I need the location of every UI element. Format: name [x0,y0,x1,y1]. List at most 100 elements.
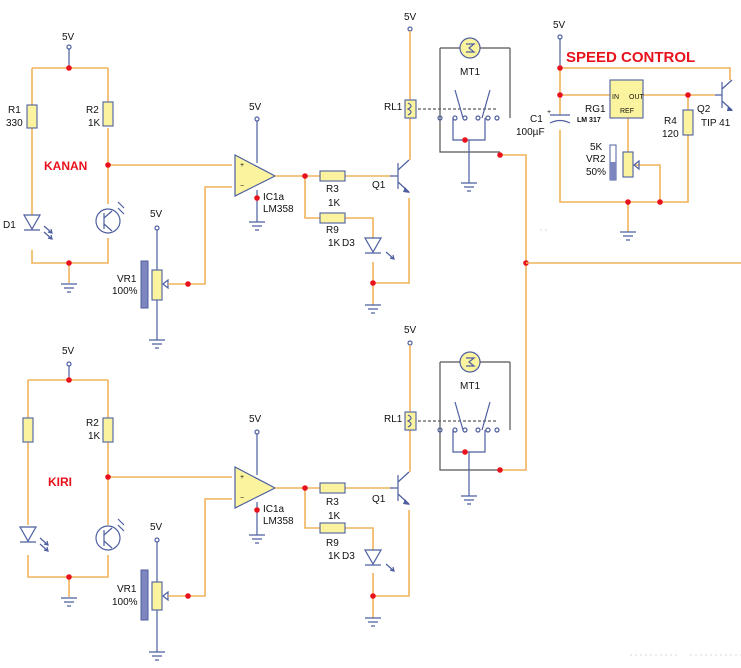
r3-value-label-bottom: 1K [328,511,341,522]
bottom-opamp-ground-icon [249,534,265,544]
d3-name-label-top: D3 [342,238,355,249]
bottom-opamp-icon [234,466,277,509]
bottom-ic-part-label: LM358 [263,516,294,527]
q1-transistor-icon-top [390,159,410,193]
top-ic-name-label: IC1a [263,192,285,203]
vr1-potentiometer-top [151,269,163,301]
d3-led-icon-top [363,237,395,260]
bottom-opamp-vcc-label: 5V [249,414,262,425]
speed-vcc-label: 5V [553,20,566,31]
r9-resistor-bottom [319,522,346,534]
r2-value-label-top: 1K [88,118,101,129]
svg-text:−: − [240,183,244,190]
vr1-name-label-top: VR1 [117,274,137,285]
bottom-bridge-vcc-label: 5V [62,346,75,357]
bottom-pot-ground-icon [149,651,165,661]
top-opamp-ground-icon [249,221,265,231]
vr1-slider-icon-bottom [140,569,149,621]
top-ic-part-label: LM358 [263,204,294,215]
rl1-name-label-top: RL1 [384,102,403,113]
top-circuit: 5V R1 330 R2 1K KANAN D1 [3,12,741,471]
vr1-value-label-bottom: 100% [112,597,138,608]
d3-name-label-bottom: D3 [342,551,355,562]
rg1-name-label: RG1 [585,104,606,115]
q2-transistor-icon [715,79,733,111]
bottom-relay-switch-icon [437,401,500,505]
bottom-phototransistor-icon [95,518,125,551]
svg-text:+: + [547,109,551,116]
svg-text:+: + [240,474,244,481]
r3-name-label-bottom: R3 [326,497,339,508]
q1-name-label-bottom: Q1 [372,494,386,505]
d1-led-icon [22,214,53,240]
vr1-potentiometer-bottom [151,581,163,611]
vr1-slider-icon-top [140,260,149,309]
r1-resistor-bottom [22,417,34,443]
r9-value-label-top: 1K [328,238,341,249]
r2-value-label-bottom: 1K [88,431,101,442]
bottom-relay-vcc-label: 5V [404,325,417,336]
r2-resistor-top [102,101,114,127]
top-pot-vcc-terminal [154,225,160,231]
svg-text:+: + [240,162,244,169]
r4-resistor [682,109,694,136]
r3-value-label-top: 1K [328,198,341,209]
r2-resistor-bottom [102,417,114,443]
c1-name-label: C1 [530,114,543,125]
r4-value-label: 120 [662,129,679,140]
q2-part-label: TIP 41 [701,118,731,129]
c1-value-label: 100µF [516,127,545,138]
speed-control-circuit: SPEED CONTROL 5V + C1 100µF IN OUT REF R… [516,20,733,241]
r1-name-label: R1 [8,105,21,116]
speed-ground-icon [620,231,636,241]
r3-name-label-top: R3 [326,184,339,195]
r3-resistor-top [319,170,346,182]
rg1-pin-in-label: IN [612,94,619,101]
top-relay-vcc-label: 5V [404,12,417,23]
mt1-motor-icon-bottom [459,351,481,373]
d1-led-icon-bottom [18,526,49,552]
rg1-regulator [609,79,644,119]
bottom-pot-vcc-label: 5V [150,522,163,533]
vr2-value-label: 5K [590,142,603,153]
bottom-ic-name-label: IC1a [263,504,285,515]
r9-name-label-top: R9 [326,225,339,236]
r4-name-label: R4 [664,116,677,127]
r3-resistor-bottom [319,482,346,494]
mt1-name-label-top: MT1 [460,67,480,78]
kanan-label: KANAN [44,159,87,173]
bottom-d3-ground-icon [365,617,381,627]
rl1-relay-coil-top [404,99,417,119]
top-opamp-vcc-label: 5V [249,102,262,113]
top-pot-vcc-label: 5V [150,209,163,220]
mt1-name-label-bottom: MT1 [460,381,480,392]
d1-name-label: D1 [3,220,16,231]
r9-resistor-top [319,212,346,224]
top-d3-ground-icon [365,304,381,314]
r2-name-label-bottom: R2 [86,418,99,429]
r1-value-label: 330 [6,118,23,129]
r9-value-label-bottom: 1K [328,551,341,562]
bottom-circuit: 5V R2 1K KIRI 5V [18,325,511,661]
r9-name-label-bottom: R9 [326,538,339,549]
vr2-name-label: VR2 [586,154,606,165]
c1-capacitor-icon: + [547,109,571,124]
kiri-label: KIRI [48,475,72,489]
top-bridge-ground-icon [61,283,77,293]
rg1-pin-ref-label: REF [620,108,634,115]
bottom-bridge-ground-icon [61,597,77,607]
mt1-motor-icon-top [459,37,481,59]
rl1-name-label-bottom: RL1 [384,414,403,425]
top-bridge-wires [31,67,232,283]
vr2-potentiometer [622,151,634,178]
svg-text:−: − [240,495,244,502]
rg1-pin-out-label: OUT [629,94,645,101]
top-relay-switch-icon [437,89,500,192]
r1-resistor [26,104,38,129]
r2-name-label-top: R2 [86,105,99,116]
top-phototransistor-icon [95,201,125,234]
d3-led-icon-bottom [363,549,395,572]
vr1-value-label-top: 100% [112,286,138,297]
top-bridge-vcc-terminal [66,44,72,50]
q2-name-label: Q2 [697,104,711,115]
